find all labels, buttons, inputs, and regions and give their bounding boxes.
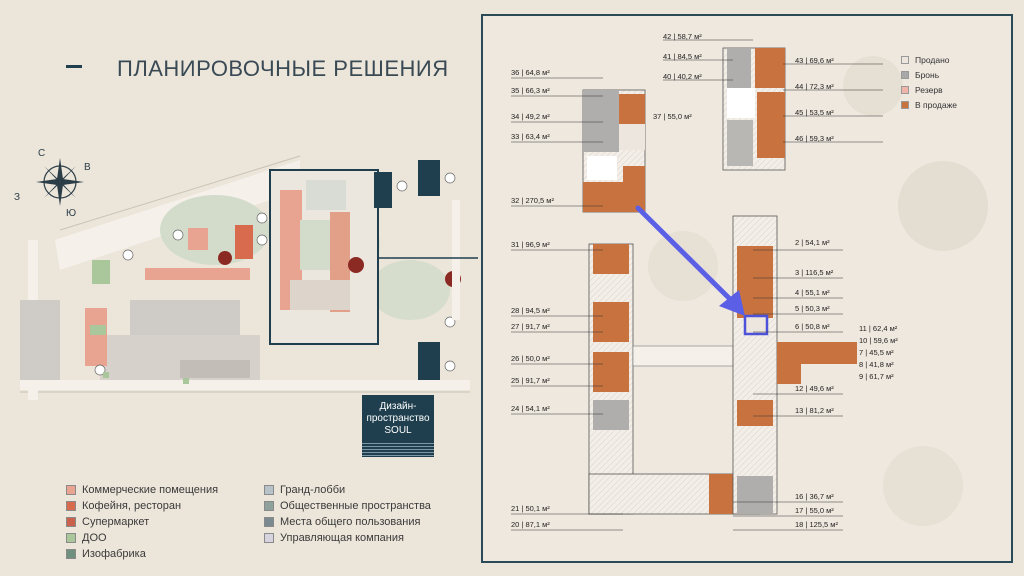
unit-label: 9 | 61,7 м²	[859, 372, 894, 381]
legend-label: Общественные пространства	[280, 500, 431, 512]
status-item-booked: Бронь	[901, 67, 1011, 82]
floor-plan-drawing	[511, 39, 988, 531]
legend-label: Изофабрика	[82, 548, 146, 560]
legend-label: Кофейня, ресторан	[82, 500, 182, 512]
unit-label: 20 | 87,1 м²	[511, 520, 550, 529]
design-space-line2: пространство	[366, 413, 430, 424]
unit-label: 42 | 58,7 м²	[663, 32, 702, 41]
unit-label: 21 | 50,1 м²	[511, 504, 550, 513]
unit-label: 17 | 55,0 м²	[795, 506, 834, 515]
design-space-line1: Дизайн-	[379, 401, 417, 412]
legend-item: Супермаркет	[66, 516, 149, 528]
legend-item: Места общего пользования	[264, 516, 420, 528]
status-label: Бронь	[915, 69, 940, 80]
unit-label: 16 | 36,7 м²	[795, 492, 834, 501]
design-space-stripes	[362, 441, 434, 457]
floor-plan-panel: 42 | 58,7 м² 41 | 84,5 м² 40 | 40,2 м² 4…	[481, 14, 1013, 563]
legend-swatch	[264, 485, 274, 495]
left-panel: ПЛАНИРОВОЧНЫЕ РЕШЕНИЯ С В З Ю	[0, 0, 478, 576]
unit-label: 4 | 55,1 м²	[795, 288, 830, 297]
unit-label: 41 | 84,5 м²	[663, 52, 702, 61]
unit-label: 43 | 69,6 м²	[795, 56, 834, 65]
legend-item: Гранд-лобби	[264, 484, 345, 496]
legend-swatch	[66, 517, 76, 527]
compass-north: С	[38, 148, 45, 159]
legend-swatch	[66, 533, 76, 543]
unit-label: 6 | 50,8 м²	[795, 322, 830, 331]
legend-label: Гранд-лобби	[280, 484, 346, 496]
unit-label: 2 | 54,1 м²	[795, 238, 830, 247]
design-space-line3: SOUL	[384, 425, 412, 436]
unit-label: 5 | 50,3 м²	[795, 304, 830, 313]
unit-label: 34 | 49,2 м²	[511, 112, 550, 121]
unit-label: 31 | 96,9 м²	[511, 240, 550, 249]
unit-label: 45 | 53,5 м²	[795, 108, 834, 117]
site-map	[20, 155, 478, 400]
unit-label: 24 | 54,1 м²	[511, 404, 550, 413]
compass-south: Ю	[66, 208, 76, 219]
legend-label: Коммерческие помещения	[82, 484, 219, 496]
unit-label: 25 | 91,7 м²	[511, 376, 550, 385]
unit-label: 44 | 72,3 м²	[795, 82, 834, 91]
unit-label: 12 | 49,6 м²	[795, 384, 834, 393]
unit-label: 46 | 59,3 м²	[795, 134, 834, 143]
unit-label: 27 | 91,7 м²	[511, 322, 550, 331]
status-swatch	[901, 100, 909, 109]
unit-label: 8 | 41,8 м²	[859, 360, 894, 369]
legend-swatch	[66, 549, 76, 559]
legend-swatch	[264, 501, 274, 511]
legend-swatch	[264, 533, 274, 543]
status-item-sold: Продано	[901, 52, 1011, 67]
facility-legend: Коммерческие помещения Кофейня, ресторан…	[0, 478, 478, 568]
unit-label: 33 | 63,4 м²	[511, 132, 550, 141]
legend-label: Места общего пользования	[280, 516, 421, 528]
compass-icon: С В З Ю	[14, 148, 91, 219]
status-label: Продано	[915, 54, 950, 65]
unit-label: 18 | 125,5 м²	[795, 520, 838, 529]
legend-label: ДОО	[82, 532, 107, 544]
unit-label: 40 | 40,2 м²	[663, 72, 702, 81]
unit-label: 10 | 59,6 м²	[859, 336, 898, 345]
unit-label: 37 | 55,0 м²	[653, 112, 692, 121]
status-swatch	[901, 85, 909, 94]
legend-label: Супермаркет	[82, 516, 150, 528]
status-legend: Продано Бронь Резерв В продаже	[901, 52, 1011, 112]
unit-label: 13 | 81,2 м²	[795, 406, 834, 415]
status-item-on-sale: В продаже	[901, 97, 1011, 112]
legend-label: Управляющая компания	[280, 532, 404, 544]
legend-item: Управляющая компания	[264, 532, 404, 544]
unit-label: 3 | 116,5 м²	[795, 268, 834, 277]
unit-label: 28 | 94,5 м²	[511, 306, 550, 315]
status-item-reserve: Резерв	[901, 82, 1011, 97]
legend-swatch	[264, 517, 274, 527]
legend-swatch	[66, 501, 76, 511]
legend-item: Общественные пространства	[264, 500, 431, 512]
status-swatch	[901, 70, 909, 79]
legend-swatch	[66, 485, 76, 495]
unit-label: 36 | 64,8 м²	[511, 68, 550, 77]
status-swatch	[901, 55, 909, 64]
unit-label: 32 | 270,5 м²	[511, 196, 554, 205]
unit-label: 11 | 62,4 м²	[859, 324, 898, 333]
compass-west: З	[14, 192, 20, 203]
unit-label: 26 | 50,0 м²	[511, 354, 550, 363]
unit-label: 7 | 45,5 м²	[859, 348, 894, 357]
title-dash	[66, 65, 82, 68]
status-label: Резерв	[915, 84, 943, 95]
status-label: В продаже	[915, 99, 958, 110]
compass-east: В	[84, 162, 91, 173]
page-title: ПЛАНИРОВОЧНЫЕ РЕШЕНИЯ	[117, 56, 449, 81]
unit-label: 35 | 66,3 м²	[511, 86, 550, 95]
legend-item: Коммерческие помещения	[66, 484, 218, 496]
legend-item: Изофабрика	[66, 548, 146, 560]
legend-item: ДОО	[66, 532, 107, 544]
legend-item: Кофейня, ресторан	[66, 500, 181, 512]
